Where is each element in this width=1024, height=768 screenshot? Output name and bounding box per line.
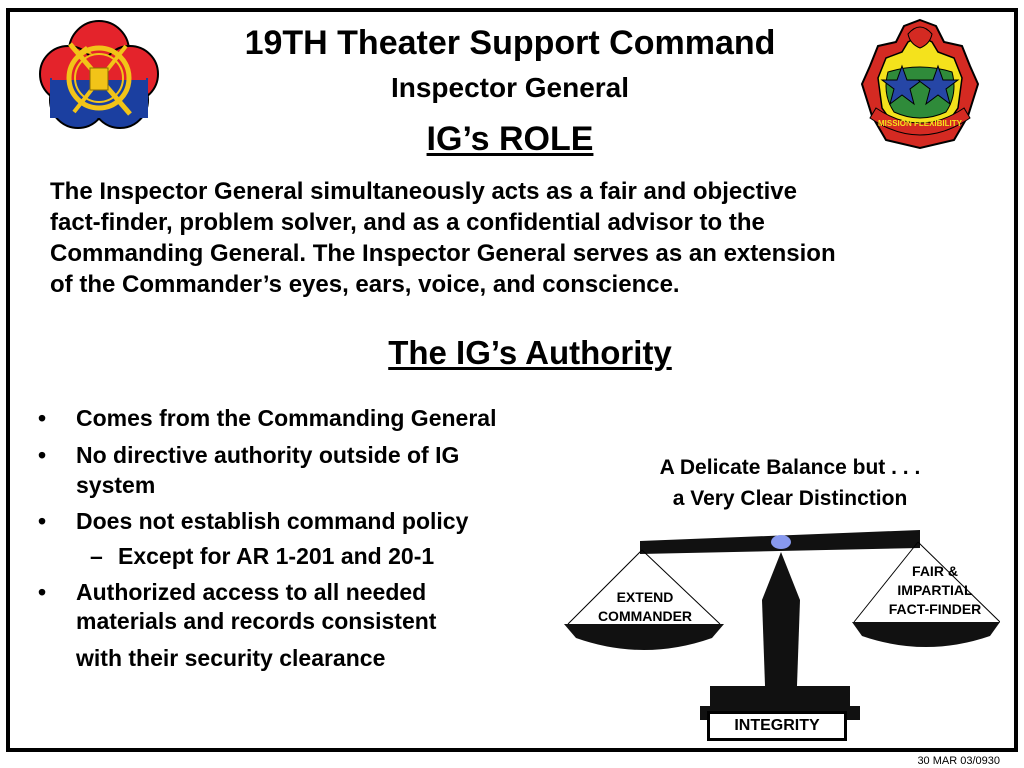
bullet-text: system bbox=[76, 472, 156, 498]
left-pan-label: EXTEND COMMANDER bbox=[574, 588, 716, 626]
bullet-text: materials and records consistent bbox=[76, 608, 437, 634]
bullet-marker: • bbox=[38, 579, 47, 605]
bullet-text: Authorized access to all needed bbox=[76, 579, 427, 605]
left-pan bbox=[564, 549, 724, 650]
bullet-text: with their security clearance bbox=[76, 645, 386, 671]
pan-label-line: FAIR & bbox=[912, 563, 958, 579]
role-line: of the Commander’s eyes, ears, voice, an… bbox=[50, 271, 680, 298]
scale-pivot bbox=[771, 535, 791, 549]
caption-line: a Very Clear Distinction bbox=[672, 487, 908, 510]
bullet-text: Comes from the Commanding General bbox=[76, 405, 497, 431]
balance-scale-icon bbox=[564, 530, 1000, 720]
section-title-authority: The IG’s Authority bbox=[388, 334, 672, 371]
bullet-marker: • bbox=[38, 508, 47, 534]
pan-label-line: IMPARTIAL bbox=[897, 582, 973, 598]
bullet-text: Does not establish command policy bbox=[76, 508, 469, 534]
footer-date-code: 30 MAR 03/0930 bbox=[917, 755, 1000, 767]
left-unit-insignia-icon bbox=[39, 20, 159, 129]
right-pan-label: FAIR & IMPARTIAL FACT-FINDER bbox=[868, 562, 1002, 619]
bullet-marker: • bbox=[38, 405, 47, 431]
bullet-text: No directive authority outside of IG bbox=[76, 442, 460, 468]
integrity-label: INTEGRITY bbox=[707, 711, 847, 741]
role-line: The Inspector General simultaneously act… bbox=[50, 178, 797, 205]
pan-label-line: COMMANDER bbox=[597, 608, 693, 624]
balance-caption: A Delicate Balance but . . . a Very Clea… bbox=[600, 452, 980, 514]
sub-bullet-marker: – bbox=[90, 543, 103, 569]
right-unit-insignia-icon: MISSION FLEXIBILITY bbox=[860, 18, 980, 150]
bullet-text: Except for AR 1-201 and 20-1 bbox=[118, 543, 435, 569]
pan-label-line: EXTEND bbox=[616, 589, 674, 605]
scale-post bbox=[762, 552, 800, 714]
right-pan bbox=[852, 541, 1000, 647]
section-title-role: IG’s ROLE bbox=[426, 120, 594, 158]
role-paragraph: The Inspector General simultaneously act… bbox=[50, 176, 1000, 300]
role-line: Commanding General. The Inspector Genera… bbox=[50, 240, 836, 267]
caption-line: A Delicate Balance but . . . bbox=[659, 456, 921, 479]
right-insignia-motto: MISSION FLEXIBILITY bbox=[878, 119, 963, 128]
role-line: fact-finder, problem solver, and as a co… bbox=[50, 209, 765, 236]
bullet-marker: • bbox=[38, 442, 47, 468]
page-subtitle: Inspector General bbox=[390, 72, 630, 103]
pan-label-line: FACT-FINDER bbox=[888, 601, 982, 617]
slide-frame bbox=[6, 8, 1018, 752]
page-title: 19TH Theater Support Command bbox=[244, 24, 776, 62]
